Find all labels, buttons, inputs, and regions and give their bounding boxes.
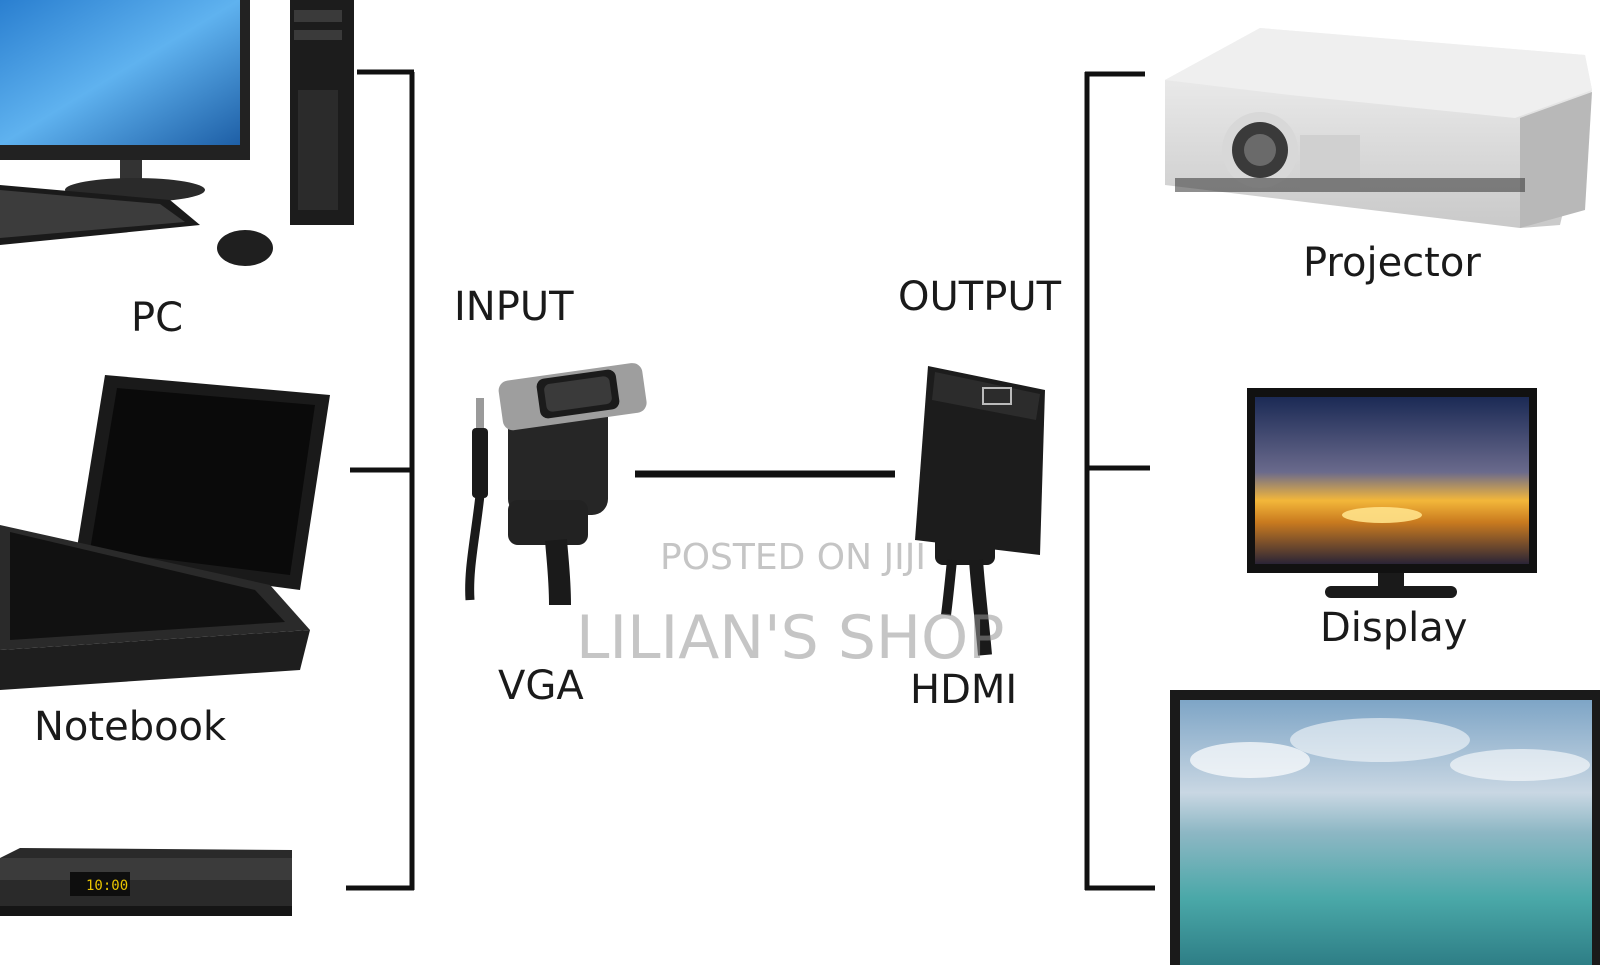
- output-bracket: [1084, 71, 1155, 891]
- svg-text:10:00: 10:00: [86, 878, 128, 894]
- hdmi-label: HDMI: [910, 667, 1018, 713]
- hdmi-adapter-icon: [915, 366, 1045, 656]
- display-monitor-icon: [1247, 388, 1537, 598]
- output-label: OUTPUT: [898, 274, 1062, 320]
- watermark-shop: LILIAN'S SHOP: [576, 603, 1005, 673]
- projector-icon: [1165, 28, 1592, 228]
- desktop-pc-icon: [0, 0, 354, 266]
- tv-icon: [1170, 690, 1600, 965]
- display-label: Display: [1320, 605, 1468, 651]
- vga-label: VGA: [498, 663, 584, 709]
- input-bracket: [346, 69, 415, 891]
- laptop-icon: [0, 375, 330, 690]
- pc-label: PC: [131, 295, 184, 341]
- vga-connector-icon: [465, 363, 647, 606]
- projector-label: Projector: [1303, 240, 1481, 286]
- set-top-box-icon: 10:00: [0, 848, 292, 916]
- notebook-label: Notebook: [34, 704, 227, 750]
- watermark-posted: POSTED ON JIJI: [660, 537, 926, 578]
- input-label: INPUT: [454, 284, 574, 330]
